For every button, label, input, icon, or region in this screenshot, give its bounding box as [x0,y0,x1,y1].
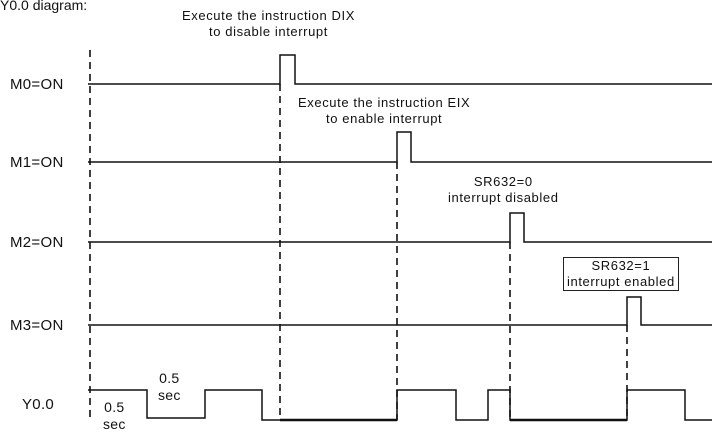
period-label-low: 0.5 sec [103,399,126,433]
period-label-high-value: 0.5 [159,370,180,386]
m2-waveform [88,212,712,243]
annotation-dix-line2: to disable interrupt [209,24,328,39]
m3-waveform [88,296,712,326]
period-label-low-value: 0.5 [104,399,125,415]
y00-waveform [88,389,712,421]
annotation-dix: Execute the instruction DIX to disable i… [182,8,355,40]
period-label-high: 0.5 sec [158,370,181,404]
period-label-low-unit: sec [103,416,126,432]
annotation-sr-disabled-line1: SR632=0 [473,174,533,189]
annotation-eix: Execute the instruction EIX to enable in… [298,95,470,127]
signal-label-y00: Y0.0 [22,396,55,413]
signal-label-m0: M0=ON [10,76,64,93]
annotation-dix-line1: Execute the instruction DIX [182,8,355,23]
annotation-sr-enabled: SR632=1 interrupt enabled [563,257,679,291]
signal-label-m3: M3=ON [10,317,64,334]
annotation-eix-line2: to enable interrupt [326,111,443,126]
annotation-sr-enabled-line2: interrupt enabled [567,274,675,289]
annotation-sr-disabled-line2: interrupt disabled [448,190,559,205]
m0-waveform [88,54,712,85]
m1-waveform [88,131,712,163]
annotation-sr-enabled-line1: SR632=1 [591,258,651,273]
annotation-eix-line1: Execute the instruction EIX [298,95,471,110]
diagram-caption: Y0.0 diagram: [0,0,88,13]
signal-label-m2: M2=ON [10,234,64,251]
annotation-sr-disabled: SR632=0 interrupt disabled [448,174,559,206]
signal-label-m1: M1=ON [10,154,64,171]
period-label-high-unit: sec [158,387,181,403]
